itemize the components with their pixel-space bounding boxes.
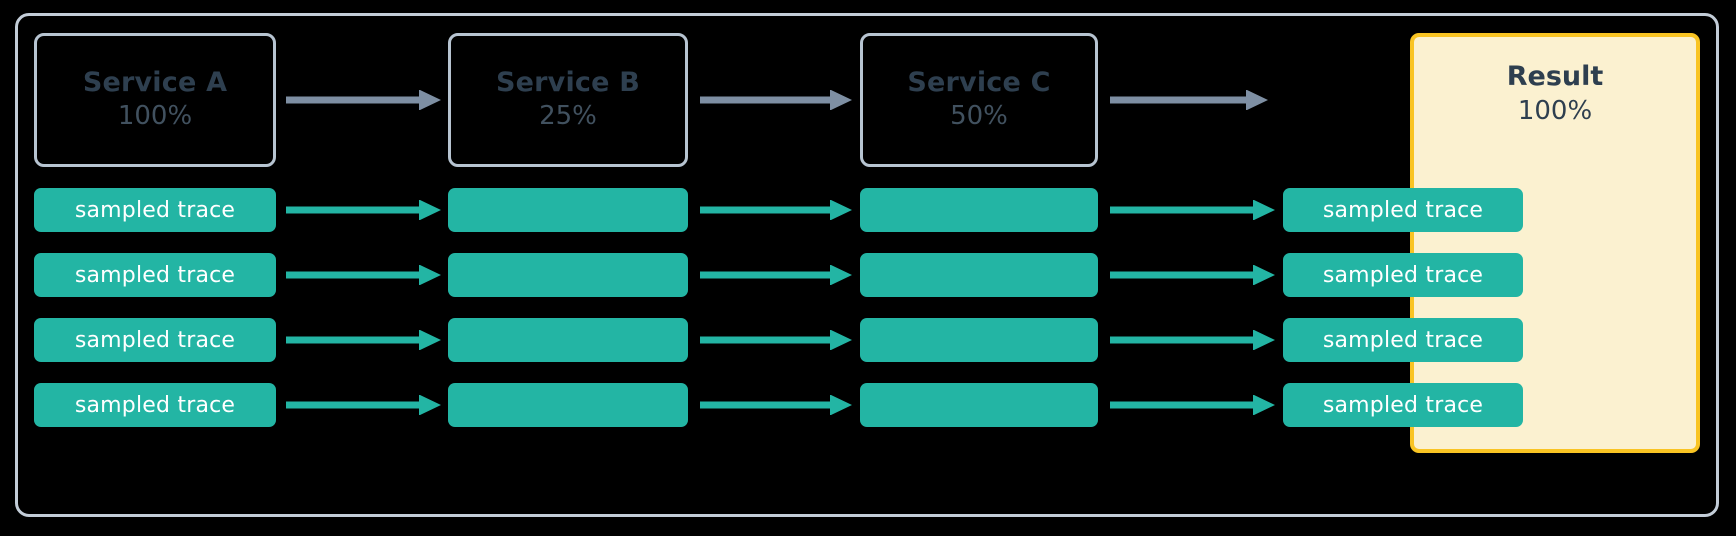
- flow-arrow-a-to-b: [286, 90, 441, 110]
- trace-pill-service-b-row3: [448, 383, 688, 427]
- stage-name: Service B: [495, 66, 641, 98]
- stage-sample-rate: 25%: [539, 100, 597, 131]
- trace-pill-service-b-row0: [448, 188, 688, 232]
- stage-name: Service A: [82, 66, 228, 98]
- trace-arrow-row3-seg2: [1110, 395, 1275, 415]
- trace-pill-result-row0: sampled trace: [1283, 188, 1523, 232]
- trace-arrow-row1-seg2: [1110, 265, 1275, 285]
- trace-arrow-row2-seg2: [1110, 330, 1275, 350]
- trace-pill-service-a-row3: sampled trace: [34, 383, 276, 427]
- trace-pill-service-c-row0: [860, 188, 1098, 232]
- trace-arrow-row0-seg1: [700, 200, 852, 220]
- trace-arrow-row3-seg1: [700, 395, 852, 415]
- trace-arrow-row1-seg1: [700, 265, 852, 285]
- result-title: Result: [1506, 61, 1604, 92]
- diagram-outer-frame: [15, 13, 1719, 517]
- trace-pill-result-row3: sampled trace: [1283, 383, 1523, 427]
- trace-pill-service-a-row2: sampled trace: [34, 318, 276, 362]
- result-header: Result 100%: [1414, 61, 1696, 129]
- trace-pill-service-c-row1: [860, 253, 1098, 297]
- stage-sample-rate: 100%: [117, 100, 193, 131]
- trace-pill-service-a-row0: sampled trace: [34, 188, 276, 232]
- trace-arrow-row2-seg1: [700, 330, 852, 350]
- stage-name: Service C: [907, 66, 1051, 98]
- trace-pill-service-c-row2: [860, 318, 1098, 362]
- trace-arrow-row1-seg0: [286, 265, 441, 285]
- trace-pill-result-row1: sampled trace: [1283, 253, 1523, 297]
- trace-pill-service-b-row2: [448, 318, 688, 362]
- trace-arrow-row0-seg0: [286, 200, 441, 220]
- flow-arrow-c-to-result: [1110, 90, 1268, 110]
- trace-pill-result-row2: sampled trace: [1283, 318, 1523, 362]
- trace-pill-service-c-row3: [860, 383, 1098, 427]
- stage-sample-rate: 50%: [950, 100, 1008, 131]
- trace-pill-service-b-row1: [448, 253, 688, 297]
- trace-arrow-row3-seg0: [286, 395, 441, 415]
- flow-arrow-b-to-c: [700, 90, 852, 110]
- trace-arrow-row0-seg2: [1110, 200, 1275, 220]
- trace-pill-service-a-row1: sampled trace: [34, 253, 276, 297]
- result-sample-rate: 100%: [1517, 96, 1593, 127]
- trace-arrow-row2-seg0: [286, 330, 441, 350]
